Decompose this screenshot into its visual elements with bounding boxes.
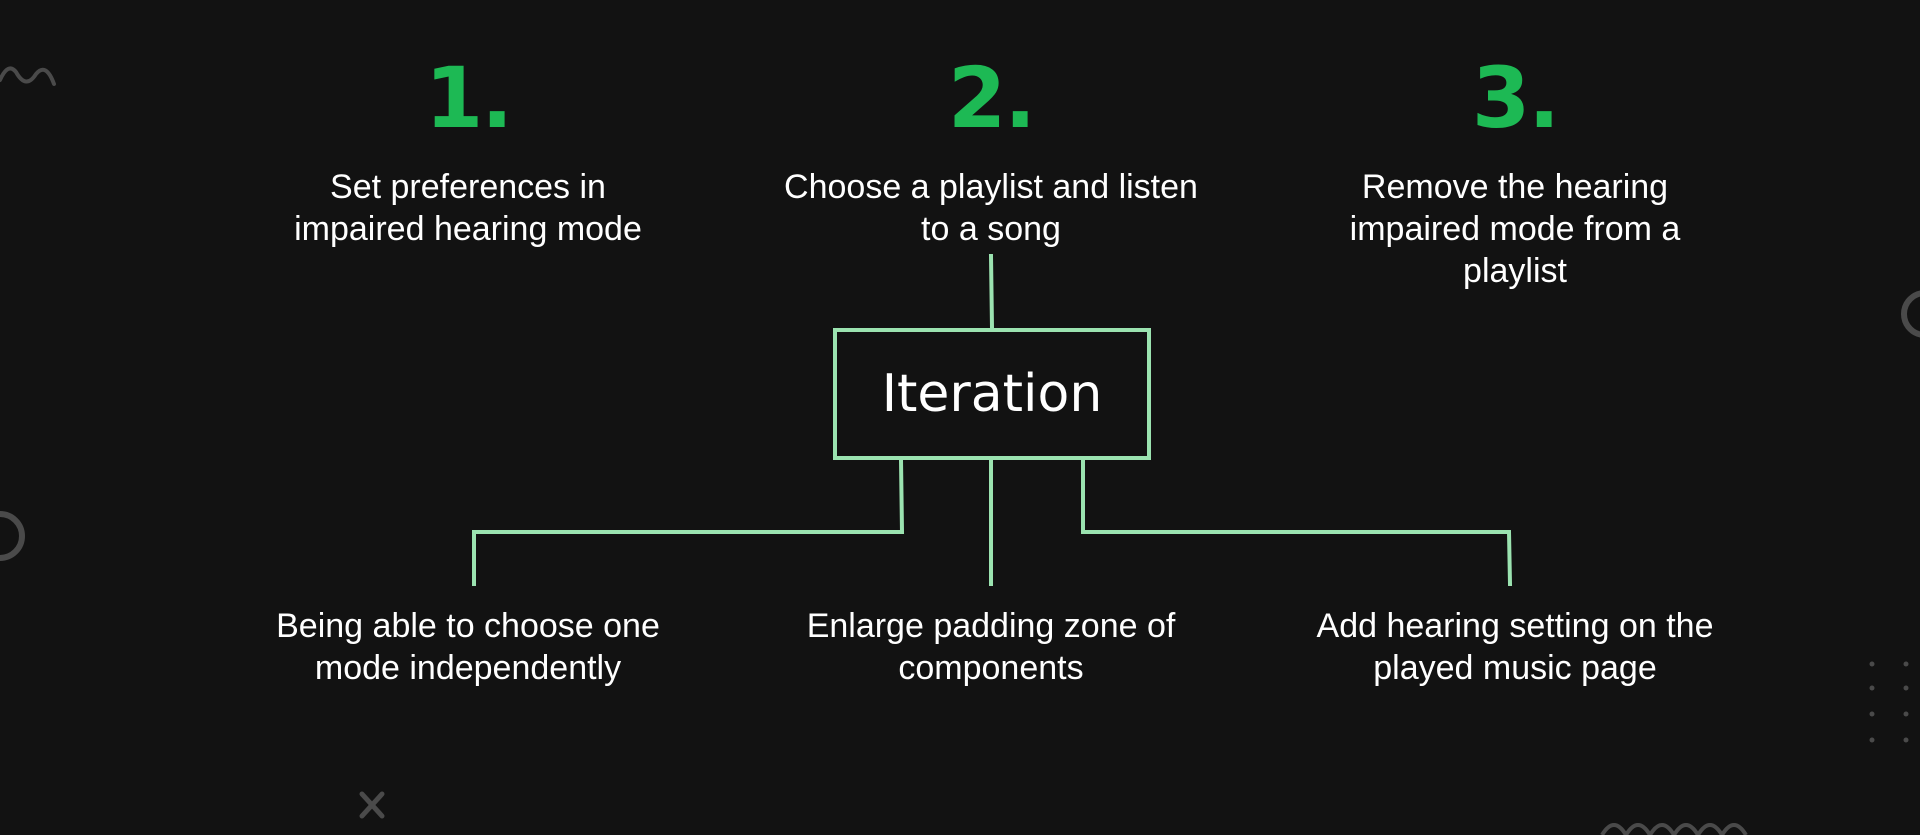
- connector-right: [1081, 458, 1513, 587]
- circle-outline-icon: [1901, 290, 1920, 338]
- step-number: 3.: [1471, 49, 1560, 147]
- wave-icon: [0, 66, 56, 86]
- outcome-1: Being able to choose one mode independen…: [208, 605, 728, 689]
- outcome-text: Being able to choose one mode independen…: [276, 607, 660, 687]
- outcome-text: Add hearing setting on the played music …: [1316, 607, 1714, 687]
- outcome-2: Enlarge padding zone of components: [731, 605, 1251, 689]
- step-number: 1.: [424, 49, 513, 147]
- iteration-label: Iteration: [881, 364, 1103, 424]
- step-text: Remove the hearing impaired mode from a …: [1349, 168, 1681, 290]
- dot-grid-icon: [1869, 661, 1909, 743]
- step-2: 2. Choose a playlist and listen to a son…: [731, 56, 1251, 250]
- outcome-3: Add hearing setting on the played music …: [1255, 605, 1775, 689]
- outcome-text: Enlarge padding zone of components: [806, 607, 1176, 687]
- step-text: Set preferences in impaired hearing mode: [294, 168, 642, 248]
- step-text: Choose a playlist and listen to a song: [784, 168, 1198, 248]
- x-mark-icon: [359, 791, 385, 819]
- connector-left: [472, 457, 905, 586]
- circle-outline-icon: [0, 511, 25, 561]
- step-1: 1. Set preferences in impaired hearing m…: [208, 56, 728, 250]
- step-number: 2.: [947, 49, 1036, 147]
- connector-top: [988, 253, 995, 331]
- step-3: 3. Remove the hearing impaired mode from…: [1255, 56, 1775, 292]
- iteration-box: Iteration: [833, 328, 1151, 460]
